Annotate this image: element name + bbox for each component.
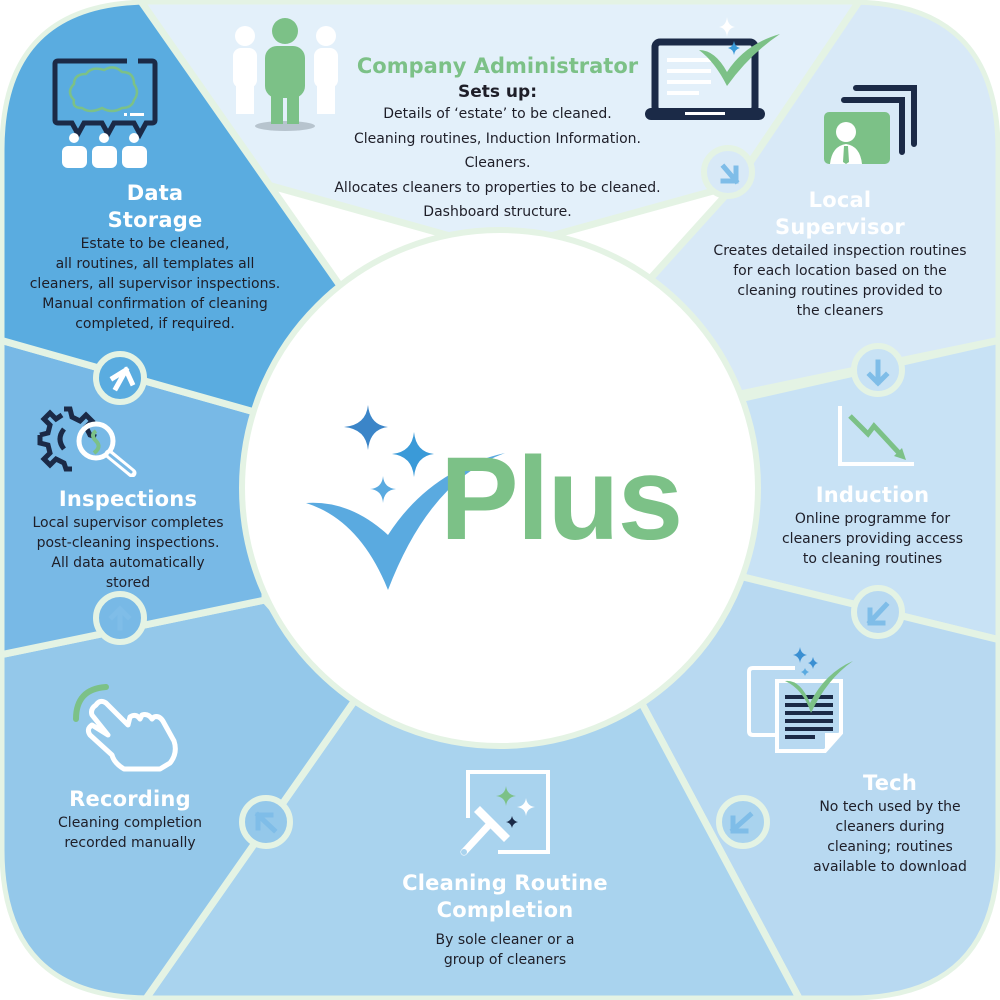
inspections-body: Local supervisor completes [32, 515, 224, 531]
inspections-body: All data automatically [51, 555, 205, 571]
supervisor-body: Creates detailed inspection routines [713, 243, 967, 259]
arrow-admin-to-supervisor-icon [720, 163, 740, 185]
supervisor-body: for each location based on the [733, 263, 947, 279]
storage-title: Storage [107, 208, 203, 232]
tech-body: cleaning; routines [827, 839, 953, 855]
tech-body: No tech used by the [819, 799, 961, 815]
supervisor-text-block: Local Supervisor Creates detailed inspec… [700, 187, 980, 321]
admin-line: Dashboard structure. [423, 204, 572, 220]
storage-body: completed, if required. [75, 316, 235, 332]
storage-body: Estate to be cleaned, [80, 236, 230, 252]
tech-body: cleaners during [835, 819, 945, 835]
inspections-text-block: Inspections Local supervisor completes p… [8, 486, 248, 593]
admin-line: Cleaning routines, Induction Information… [354, 130, 641, 147]
storage-text-block: Data Storage Estate to be cleaned, all r… [20, 180, 290, 334]
arrow-inspections-to-storage-icon [109, 366, 136, 392]
chart-trend-down-icon [838, 406, 914, 466]
squeegee-window-icon [460, 770, 550, 856]
completion-body: group of cleaners [443, 952, 567, 968]
admin-line: Allocates cleaners to properties to be c… [334, 179, 661, 196]
induction-title: Induction [815, 483, 930, 507]
tech-text-block: Tech No tech used by the cleaners during… [790, 770, 990, 877]
recording-body: recorded manually [64, 835, 196, 851]
recording-text-block: Recording Cleaning completion recorded m… [30, 786, 230, 853]
arrow-supervisor-to-induction-icon [866, 359, 890, 387]
arrow-completion-to-recording-icon [254, 811, 278, 834]
admin-line: Details of ‘estate’ to be cleaned. [383, 106, 612, 122]
sparkle-checkmark-icon [306, 405, 505, 590]
supervisor-body: cleaning routines provided to [737, 283, 943, 299]
storage-body: Manual confirmation of cleaning [42, 296, 268, 312]
inspections-body: post-cleaning inspections. [36, 535, 220, 551]
admin-title: Company Administrator [356, 54, 639, 78]
arrow-induction-to-tech-icon [866, 601, 890, 626]
id-cards-icon [824, 85, 917, 164]
induction-body: to cleaning routines [802, 551, 943, 567]
completion-title: Cleaning Routine [402, 871, 608, 895]
admin-subtitle: Sets up: [457, 82, 537, 102]
recording-title: Recording [69, 787, 191, 811]
gear-magnifier-icon [37, 406, 137, 477]
induction-body: Online programme for [794, 511, 951, 527]
completion-title: Completion [436, 898, 574, 922]
inspections-body: stored [105, 575, 151, 591]
people-group-icon [233, 18, 338, 131]
laptop-checkmark-icon [645, 17, 780, 120]
recording-body: Cleaning completion [58, 815, 202, 831]
inspections-title: Inspections [58, 487, 198, 511]
arrow-recording-to-inspections-icon [108, 605, 132, 631]
hand-tap-icon [73, 684, 178, 772]
completion-body: By sole cleaner or a [435, 932, 575, 948]
storage-body: cleaners, all supervisor inspections. [29, 276, 281, 292]
storage-body: all routines, all templates all [55, 256, 255, 272]
admin-line: Cleaners. [464, 155, 531, 171]
admin-text-block: Company Administrator Sets up: Details o… [300, 54, 695, 225]
tech-body: available to download [813, 859, 967, 875]
document-checkmark-icon [747, 647, 853, 753]
supervisor-title: Supervisor [775, 215, 905, 239]
center-circle [239, 227, 761, 749]
tech-title: Tech [863, 771, 917, 795]
logo-text: Plus [440, 433, 683, 565]
induction-body: cleaners providing access [781, 531, 963, 547]
arrow-tech-to-completion-icon [729, 811, 754, 834]
induction-text-block: Induction Online programme for cleaners … [760, 482, 985, 569]
cloud-meeting-icon [52, 58, 158, 168]
supervisor-title: Local [808, 188, 872, 212]
supervisor-body: the cleaners [796, 303, 884, 319]
completion-text-block: Cleaning Routine Completion By sole clea… [370, 870, 640, 970]
storage-title: Data [126, 181, 184, 205]
